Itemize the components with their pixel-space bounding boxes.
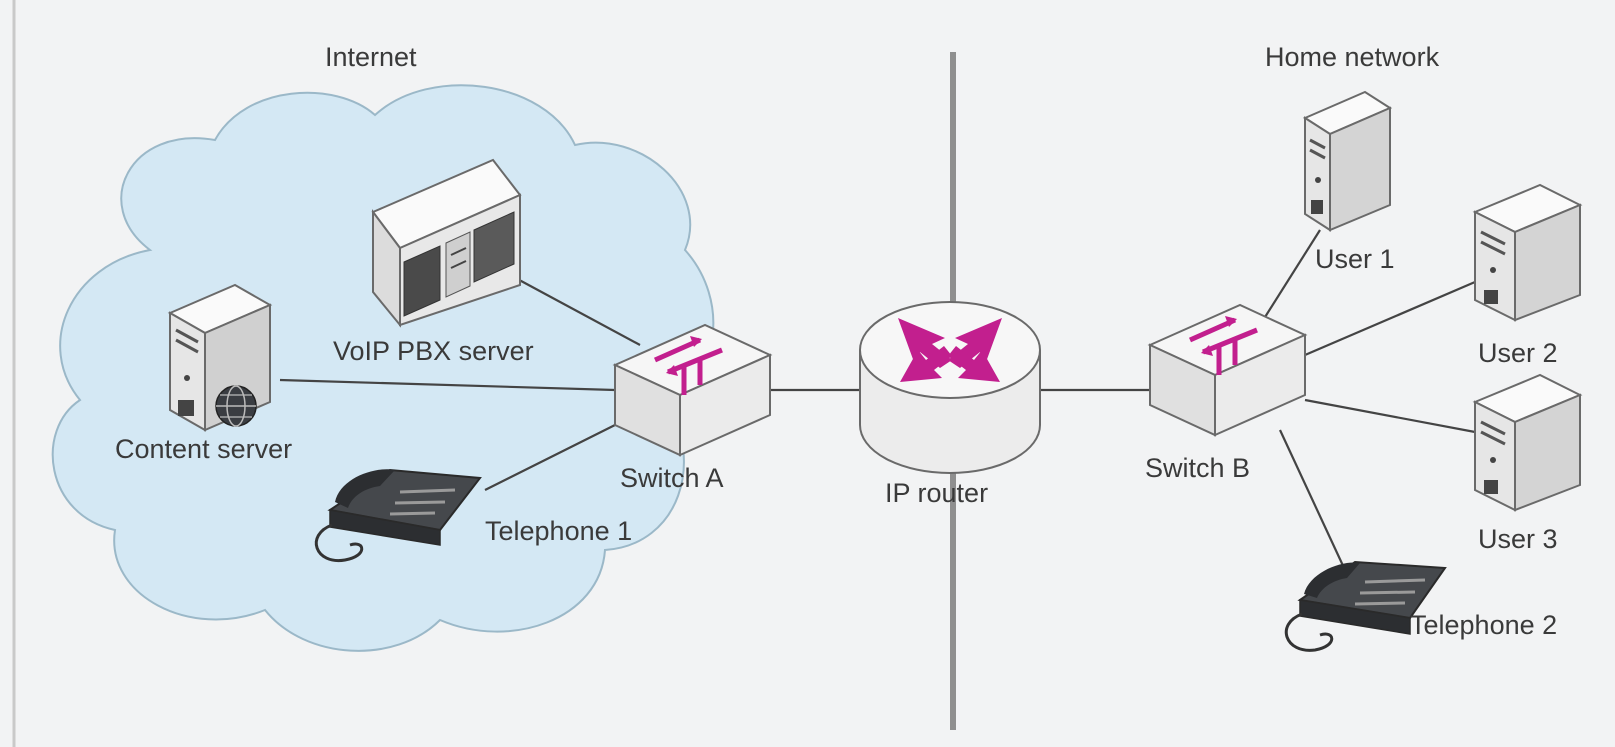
link-pbx-switch-a (509, 274, 641, 346)
link-switch-b-phone2 (1279, 429, 1346, 571)
content-server-label: Content server (115, 434, 292, 464)
globe-icon (215, 385, 257, 427)
link-switch-b-user3 (1304, 398, 1476, 434)
switch-a-icon (612, 323, 773, 457)
link-switch-b-user2 (1304, 280, 1476, 357)
link-content-switch-a (279, 378, 616, 392)
telephone-1-icon (314, 468, 482, 563)
voip-pbx-server-icon (371, 158, 522, 328)
home-network-region-label: Home network (1265, 42, 1440, 72)
user-1-label: User 1 (1315, 244, 1395, 274)
ip-router-icon (859, 301, 1041, 474)
connections (279, 229, 1476, 571)
telephone-1-label: Telephone 1 (485, 516, 632, 546)
internet-cloud (51, 84, 715, 652)
user-3-label: User 3 (1478, 524, 1558, 554)
ip-router-label: IP router (885, 478, 988, 508)
user-1-server-icon (1302, 90, 1393, 232)
switch-b-label: Switch B (1145, 453, 1250, 483)
switch-b-icon (1147, 303, 1308, 437)
telephone-2-label: Telephone 2 (1410, 610, 1557, 640)
voip-pbx-server-label: VoIP PBX server (333, 336, 534, 366)
user-2-label: User 2 (1478, 338, 1558, 368)
link-phone1-switch-a (484, 424, 616, 491)
user-3-server-icon (1472, 373, 1583, 512)
link-switch-b-user1 (1259, 229, 1321, 326)
telephone-2-icon (1284, 560, 1447, 652)
switch-a-label: Switch A (620, 463, 724, 493)
user-2-server-icon (1472, 183, 1583, 322)
internet-region-label: Internet (325, 42, 417, 72)
